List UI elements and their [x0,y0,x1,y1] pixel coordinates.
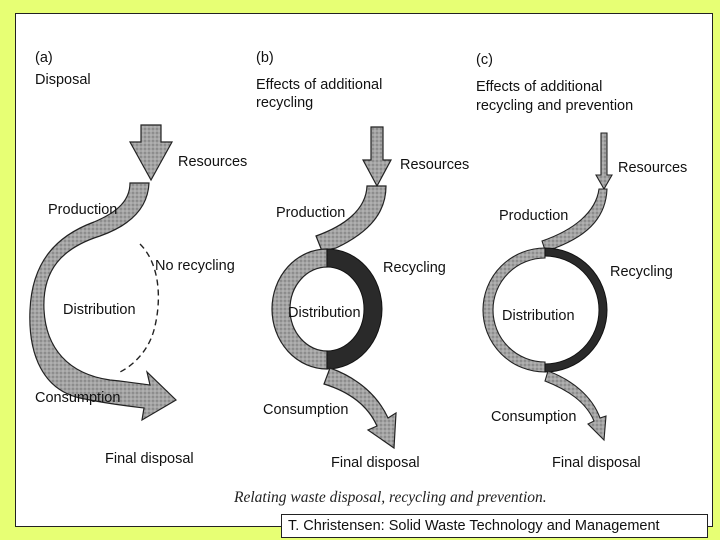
panel-b-consumption-label: Consumption [263,402,348,418]
panel-b-title-line2: recycling [256,95,313,111]
panel-a-no-recycling-path [119,243,159,373]
panel-b-flow-ring [271,248,328,370]
panel-a-letter: (a) [35,50,53,66]
panel-b: (b) Effects of additional recycling Reso… [256,50,469,471]
panel-c-letter: (c) [476,52,493,68]
panel-a: (a) Disposal Resources Production No rec… [29,50,247,467]
panel-c-title-line1: Effects of additional [476,79,602,95]
panel-c-recycling-ring [544,247,608,373]
panel-c: (c) Effects of additional recycling and … [476,52,687,471]
panel-a-distribution-label: Distribution [63,302,136,318]
panel-b-letter: (b) [256,50,274,66]
panel-b-distribution-label: Distribution [288,305,361,321]
panel-c-consumption-label: Consumption [491,409,576,425]
panel-b-title-line1: Effects of additional [256,77,382,93]
panel-a-consumption-label: Consumption [35,390,120,406]
figure-caption: Relating waste disposal, recycling and p… [233,489,547,506]
panel-a-flow-band [29,182,177,422]
panel-a-no-recycling-label: No recycling [155,258,235,274]
panel-b-final-disposal-arrow [323,367,397,450]
panel-c-resources-arrow [595,132,613,191]
panel-c-production-band [541,188,608,251]
footer-credit: T. Christensen: Solid Waste Technology a… [281,514,708,538]
panel-c-final-disposal-arrow [544,370,607,442]
panel-b-recycling-label: Recycling [383,260,446,276]
panel-c-production-label: Production [499,208,568,224]
panel-c-title-line2: recycling and prevention [476,98,633,114]
panel-a-final-disposal-label: Final disposal [105,451,194,467]
panel-b-production-label: Production [276,205,345,221]
panel-b-final-disposal-label: Final disposal [331,455,420,471]
panel-b-resources-arrow [361,126,393,188]
panel-c-recycling-label: Recycling [610,264,673,280]
panel-a-resources-arrow [128,124,174,182]
panel-a-production-label: Production [48,202,117,218]
panel-a-resources-label: Resources [178,154,247,170]
panel-c-distribution-label: Distribution [502,308,575,324]
panel-a-title: Disposal [35,72,91,88]
panel-c-final-disposal-label: Final disposal [552,455,641,471]
panel-c-resources-label: Resources [618,160,687,176]
panel-b-resources-label: Resources [400,157,469,173]
